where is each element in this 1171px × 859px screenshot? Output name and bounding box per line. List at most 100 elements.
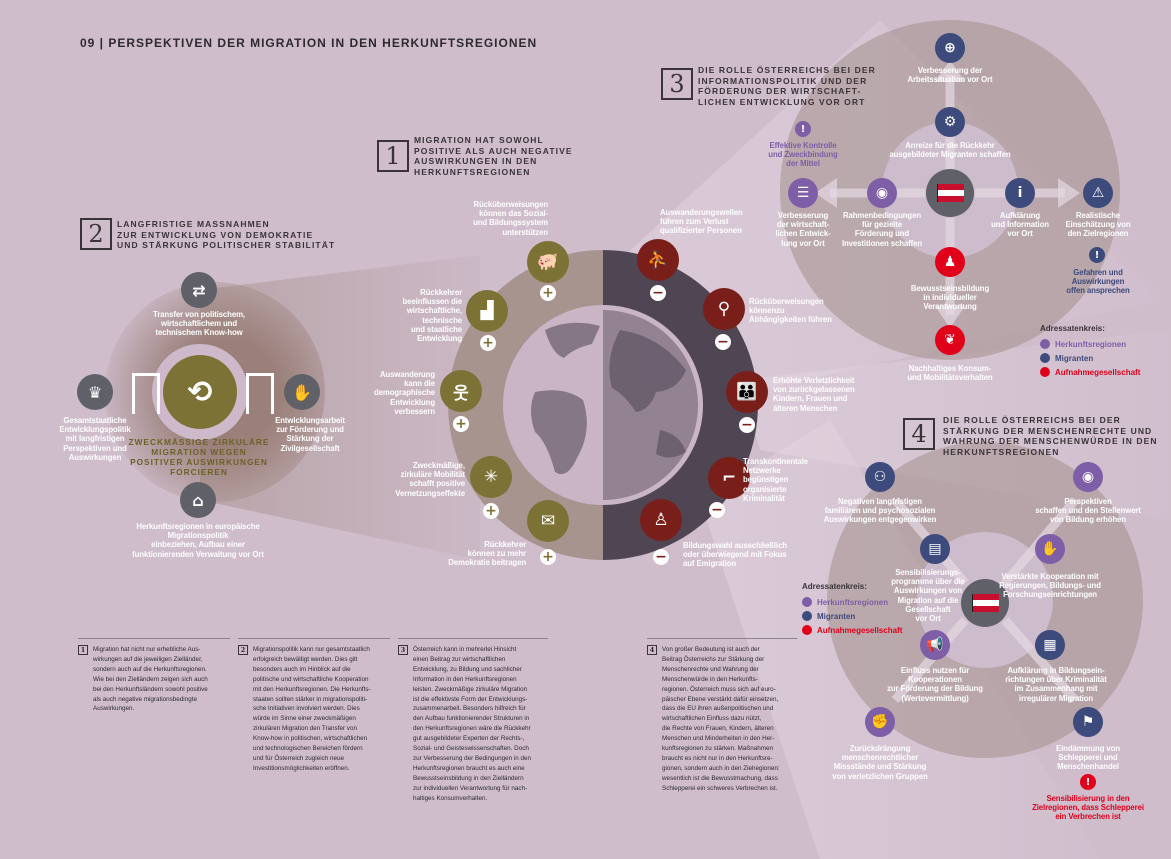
item-label: Entwicklungsarbeit zur Förderung und Stä… xyxy=(275,416,345,453)
circular-arrows-icon: ⟲ xyxy=(163,355,237,429)
section2-number: 2 xyxy=(80,218,112,250)
exclamation-icon: ! xyxy=(1080,774,1096,790)
walking-people-icon: 웃 xyxy=(440,370,482,412)
section3-heading: DIE ROLLE ÖSTERREICHS BEI DER INFORMATIO… xyxy=(698,65,876,107)
item-label: Aufklärung und Information vor Ort xyxy=(991,211,1049,239)
legend-item: Migranten xyxy=(1055,353,1094,363)
item-label: Effektive Kontrolle und Zweckbindung der… xyxy=(768,141,838,169)
item-label: Herkunftsregionen in europäische Migrati… xyxy=(132,522,264,559)
ballot-box-icon: ✉ xyxy=(527,500,569,542)
classroom-icon: ▦ xyxy=(1035,630,1065,660)
legend-title: Adressatenkreis: xyxy=(1040,324,1105,333)
item-label: Gefahren und Auswirkungen offen ansprech… xyxy=(1066,268,1130,296)
item-label: Nachhaltiges Konsum- und Mobilitätsverha… xyxy=(907,364,993,383)
legend-dot-icon xyxy=(1040,353,1050,363)
paragraph-number: 2 xyxy=(238,645,248,655)
item-label: Auswanderung kann die demographische Ent… xyxy=(374,370,435,416)
legend-dot-icon xyxy=(802,625,812,635)
item-label: Rücküberweisungen könnenzu Abhängigkeite… xyxy=(749,297,832,325)
family-icon: 👪 xyxy=(726,371,768,413)
item-label: Einfluss nutzen für Kooperationen zur Fö… xyxy=(887,666,983,703)
section1-heading: MIGRATION HAT SOWOHL POSITIVE ALS AUCH N… xyxy=(414,135,573,177)
item-label: Zweckmäßige, zirkuläre Mobilität schafft… xyxy=(395,461,465,498)
stairs-person-icon: ⛹ xyxy=(637,239,679,281)
section1-number: 1 xyxy=(377,140,409,172)
eye-icon: ◉ xyxy=(867,178,897,208)
sign-icon: + xyxy=(540,285,556,301)
item-label: Verstärkte Kooperation mit Regierungen, … xyxy=(999,572,1101,600)
magnifier-icon: ⊕ xyxy=(935,33,965,63)
item-label: Rahmenbedingungen für gezielte Förderung… xyxy=(841,211,923,248)
flag-icon xyxy=(961,579,1009,627)
item-label: Bildungswahl ausschließlich oder überwie… xyxy=(683,541,787,569)
item-label: Rücküberweisungen können das Sozial- und… xyxy=(473,200,548,237)
item-label: Verbesserung der Arbeitssituation vor Or… xyxy=(907,66,993,85)
paragraph-text: Von großer Bedeutung ist auch der Beitra… xyxy=(662,646,780,792)
item-label: Transfer von politischem, wirtschaftlich… xyxy=(153,310,245,338)
item-label: Zurückdrängung menschenrechtlicher Misss… xyxy=(832,744,928,781)
item-label: Transkontinentale Netzwerke begünstigen … xyxy=(743,457,809,503)
sign-icon: − xyxy=(739,417,755,433)
legend-item: Migranten xyxy=(817,611,856,621)
exchange-arrows-icon: ⇄ xyxy=(181,272,217,308)
section4-heading: DIE ROLLE ÖSTERREICHS BEI DER STÄRKUNG D… xyxy=(943,415,1158,457)
paragraph-number: 4 xyxy=(647,645,657,655)
austrian-eagle-icon: ♛ xyxy=(77,374,113,410)
legend-item: Aufnahmegesellschaft xyxy=(1055,367,1141,377)
sign-icon: + xyxy=(453,416,469,432)
item-label: Bewusstseinsbildung in individueller Ver… xyxy=(910,284,990,312)
sign-icon: + xyxy=(480,335,496,351)
hand-plant-icon: ❦ xyxy=(935,325,965,355)
legend-dot-icon xyxy=(802,611,812,621)
section4-number: 4 xyxy=(903,418,935,450)
section3-number: 3 xyxy=(661,68,693,100)
legend-item: Herkunftsregionen xyxy=(1055,339,1127,349)
exclamation-icon: ! xyxy=(1089,247,1105,263)
security-gate-icon xyxy=(132,373,160,414)
worker-gear-icon: ⚙ xyxy=(935,107,965,137)
megaphone-icon: 📢 xyxy=(920,630,950,660)
flag-icon xyxy=(926,169,974,217)
item-label: Sensibilisierung in den Zielregionen, da… xyxy=(1032,794,1144,822)
item-label: Negativen langfristigen familiären und p… xyxy=(823,497,937,525)
growth-chart-icon: ▟ xyxy=(466,290,508,332)
eye-icon: ◉ xyxy=(1073,462,1103,492)
item-label: Perspektiven schaffen und den Stellenwer… xyxy=(1035,497,1141,525)
security-gate-icon xyxy=(246,373,274,414)
presentation-icon: ▤ xyxy=(920,534,950,564)
gun-icon: ⌐ xyxy=(708,457,750,499)
sign-icon: − xyxy=(715,334,731,350)
continents xyxy=(531,322,686,475)
item-label: Anreize für die Rückkehr ausgebildeter M… xyxy=(889,141,1011,160)
paragraph-3: 3 Österreich kann in mehrerlei Hinsicht e… xyxy=(398,638,548,804)
coins-icon: ☰ xyxy=(788,178,818,208)
legend-item: Herkunftsregionen xyxy=(817,597,889,607)
austrian-flag xyxy=(936,184,964,202)
piggy-bank-icon: 🐖 xyxy=(527,241,569,283)
section3-arrowheads xyxy=(815,60,1080,328)
paragraph-text: Österreich kann in mehrerlei Hinsicht ei… xyxy=(413,646,531,802)
sign-icon: − xyxy=(709,502,725,518)
austrian-flag xyxy=(971,594,999,612)
legend-dot-icon xyxy=(802,597,812,607)
section2-center-title: ZWECKMÄSSIGE ZIRKULÄRE MIGRATION WEGEN P… xyxy=(128,437,270,477)
person-icon: ♟ xyxy=(935,247,965,277)
item-label: Auswanderungswellen führen zum Verlust q… xyxy=(660,208,743,236)
legend-dot-icon xyxy=(1040,367,1050,377)
item-label: Gesamtstaatliche Entwicklungspolitik mit… xyxy=(59,416,131,462)
dependency-icon: ⚲ xyxy=(703,288,745,330)
item-label: Aufklärung in Bildungsein- richtungen üb… xyxy=(1005,666,1107,703)
student-icon: ♙ xyxy=(640,499,682,541)
item-label: Verbesserung der wirtschaft- lichen Entw… xyxy=(775,211,831,248)
paragraph-number: 3 xyxy=(398,645,408,655)
legend-item: Aufnahmegesellschaft xyxy=(817,625,903,635)
paragraph-number: 1 xyxy=(78,645,88,655)
section2-heading: LANGFRISTIGE MASSNAHMEN ZUR ENTWICKLUNG … xyxy=(117,219,336,250)
section4-legend: Adressatenkreis: Herkunftsregionen Migra… xyxy=(802,582,902,639)
item-label: Sensibilisierungs- programme über die Au… xyxy=(891,568,965,624)
info-icon: i xyxy=(1005,178,1035,208)
item-label: Rückkehrer können zu mehr Demokratie bei… xyxy=(448,540,526,568)
legend-title: Adressatenkreis: xyxy=(802,582,867,591)
